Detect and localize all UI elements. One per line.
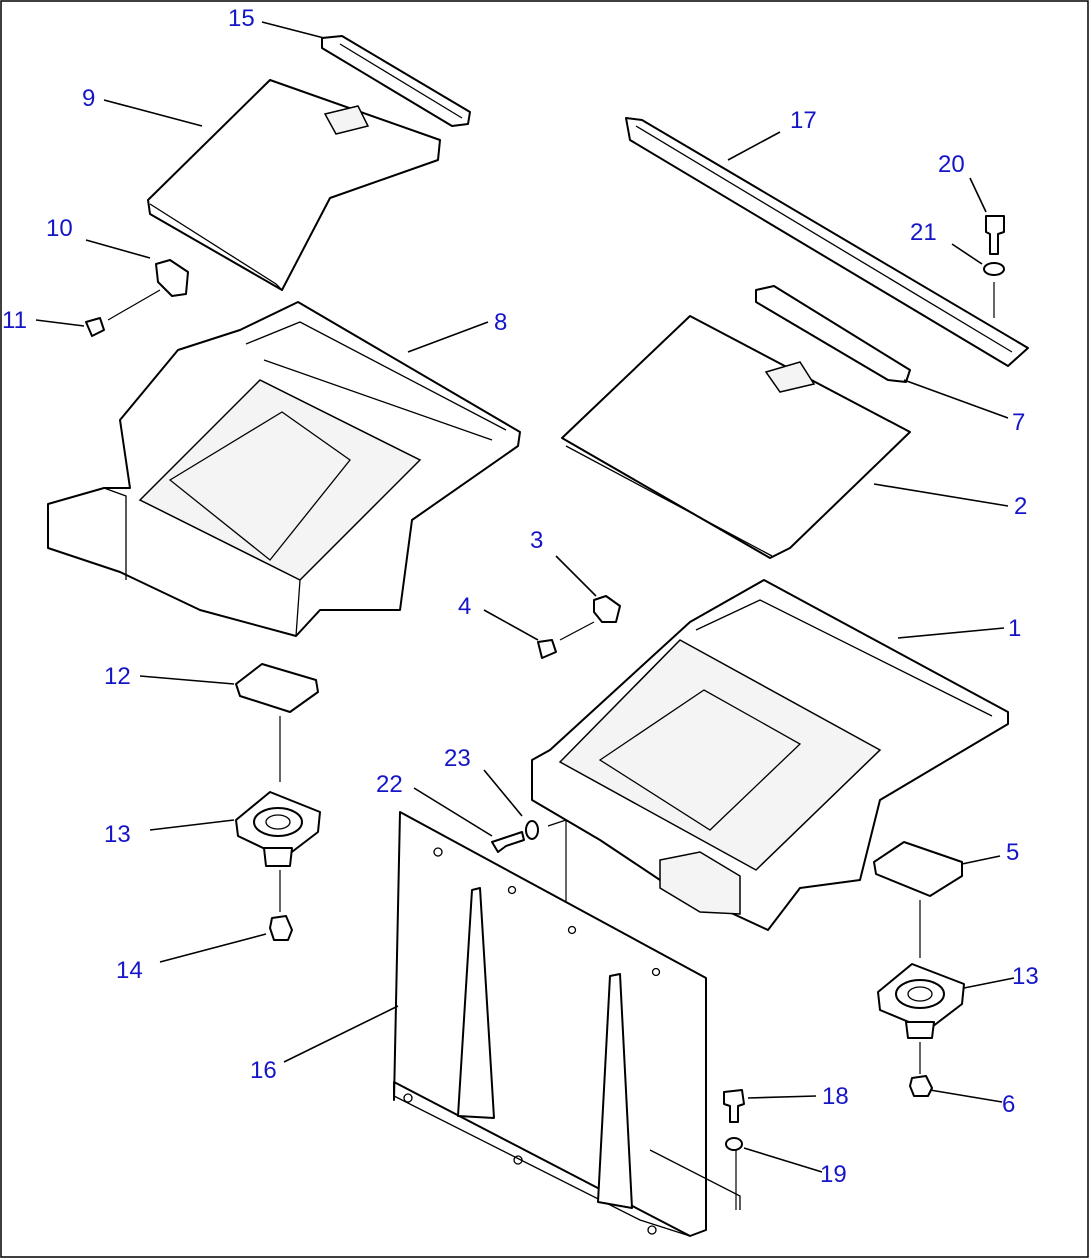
part-15-hinge-strip	[321, 35, 471, 127]
callout-22: 22	[376, 771, 403, 798]
callout-15: 15	[228, 5, 255, 32]
part-12-mount-left	[235, 663, 319, 782]
callout-13-left: 13	[104, 821, 131, 848]
callout-12: 12	[104, 663, 131, 690]
part-1-box-right	[531, 579, 1009, 931]
part-11-screw	[85, 317, 105, 337]
part-19-washer	[725, 1137, 743, 1210]
callout-7: 7	[1012, 409, 1025, 436]
callout-16: 16	[250, 1057, 277, 1084]
part-13-damper-right	[877, 963, 965, 1074]
callout-11: 11	[2, 307, 27, 334]
callout-14: 14	[116, 957, 143, 984]
part-16-cover-plate	[393, 811, 741, 1237]
part-23-washer	[525, 819, 567, 932]
part-9-lid-left	[147, 79, 441, 291]
callout-13-right: 13	[1012, 963, 1039, 990]
callout-6: 6	[1002, 1091, 1015, 1118]
part-17-rear-trim	[625, 117, 1029, 367]
part-14-nut	[269, 915, 293, 941]
callout-21: 21	[910, 219, 937, 246]
callout-23: 23	[444, 745, 471, 772]
callout-10: 10	[46, 215, 73, 242]
part-20-bolt	[985, 215, 1005, 255]
callout-4: 4	[458, 593, 471, 620]
callout-8: 8	[494, 309, 507, 336]
callout-labels: 15 9 17 20 21 10 11 8 7 2 3 4 1 12 23 22…	[2, 5, 1039, 1188]
part-22-bolt	[491, 831, 525, 853]
part-5-mount-right	[873, 841, 963, 958]
leader-lines	[35, 21, 1015, 1173]
part-6-nut	[909, 1075, 933, 1097]
part-3-catch	[559, 595, 621, 641]
part-18-bolt	[723, 1089, 745, 1123]
callout-5: 5	[1006, 839, 1019, 866]
callout-2: 2	[1014, 493, 1027, 520]
callout-3: 3	[530, 527, 543, 554]
part-4-screw	[537, 639, 557, 659]
part-13-damper-left	[235, 791, 321, 912]
callout-20: 20	[938, 151, 965, 178]
callout-18: 18	[822, 1083, 849, 1110]
callout-9: 9	[82, 85, 95, 112]
part-2-lid-right	[561, 315, 911, 559]
part-7-hinge-strip	[755, 285, 911, 383]
part-8-box-left	[47, 301, 521, 637]
callout-1: 1	[1008, 615, 1021, 642]
callout-17: 17	[790, 107, 817, 134]
part-10-catch	[107, 259, 189, 321]
part-21-washer	[983, 262, 1005, 318]
callout-19: 19	[820, 1161, 847, 1188]
